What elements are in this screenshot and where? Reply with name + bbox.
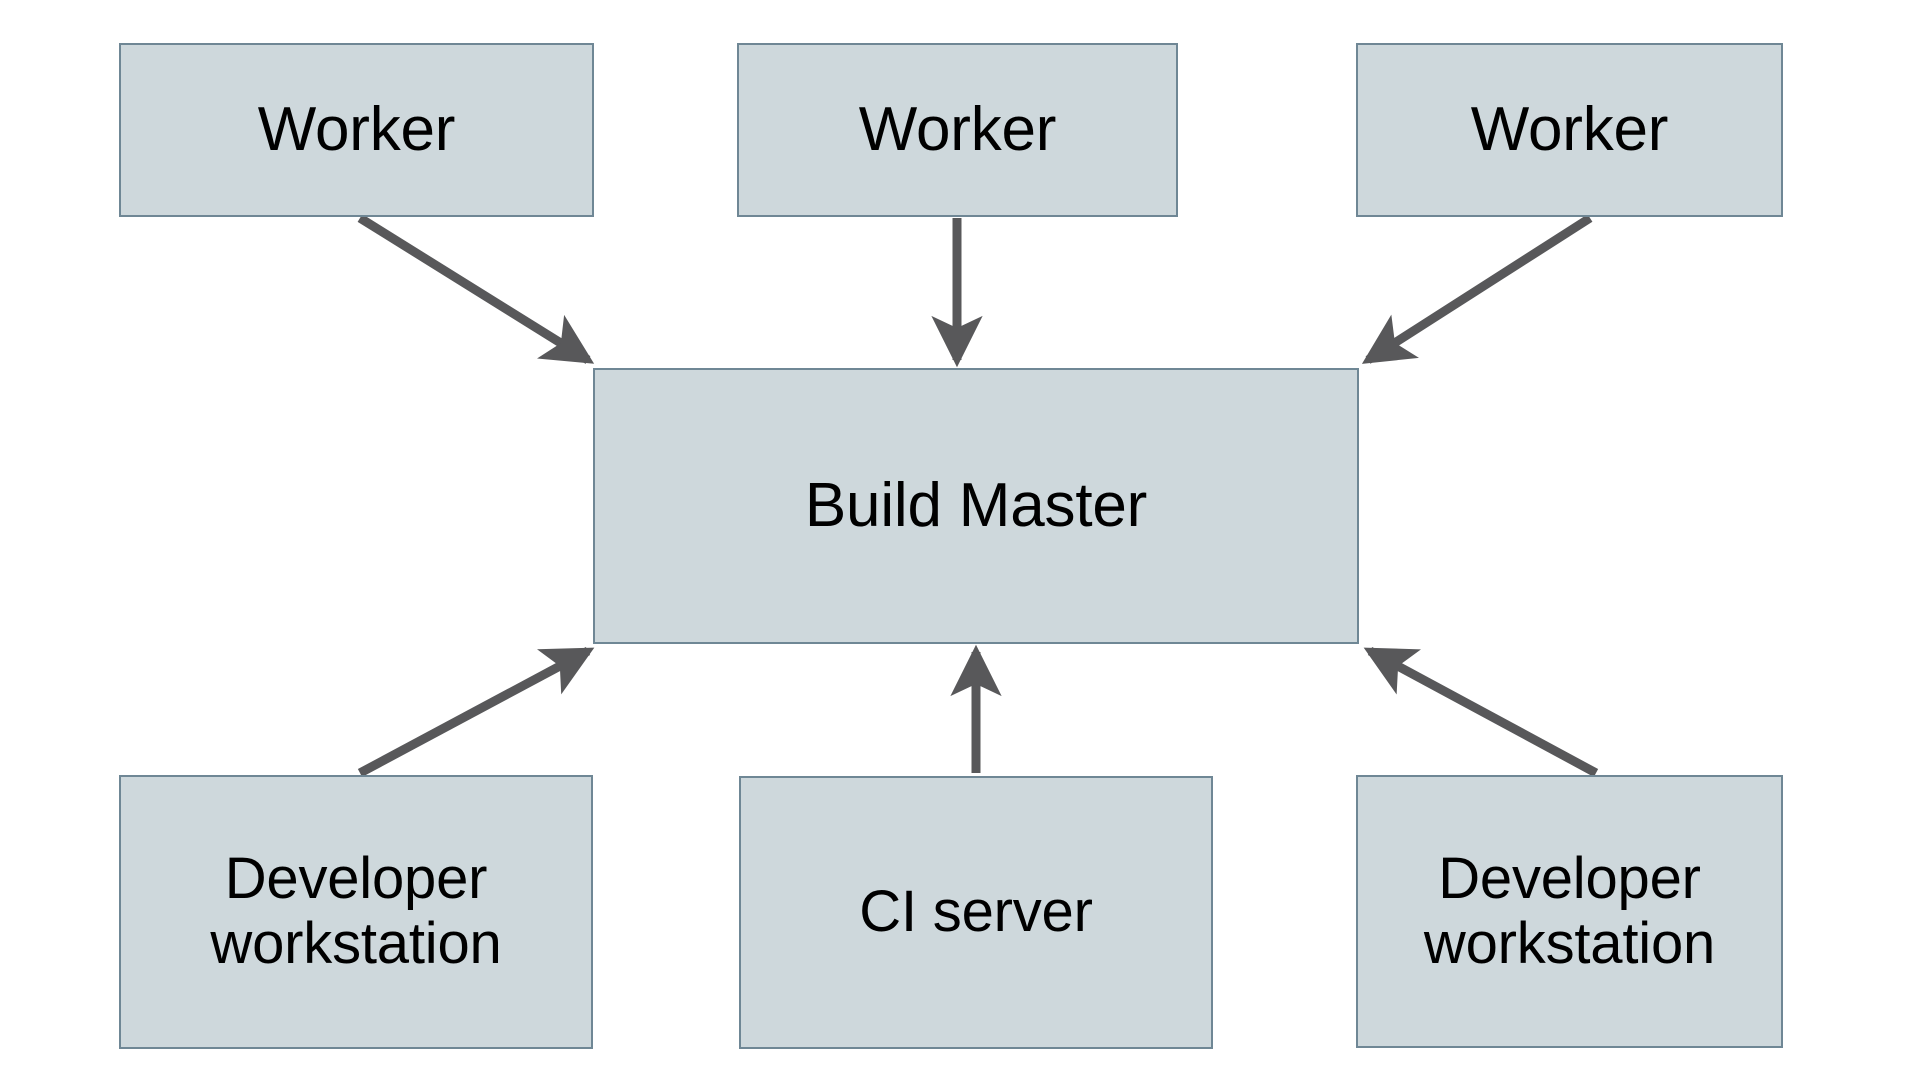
edge-worker-3-to-master [1361,214,1593,364]
edge-worker-1-to-master [357,214,595,364]
node-dev-workstation-right[interactable]: Developer workstation [1356,775,1783,1048]
node-worker-3[interactable]: Worker [1356,43,1783,217]
edge-dev-workstation-right-to-master [1363,647,1599,777]
node-worker-3-label: Worker [1470,95,1669,165]
edge-dev-workstation-left-to-master [357,647,595,777]
node-worker-1-label: Worker [257,95,456,165]
node-build-master-label: Build Master [804,471,1148,541]
node-dev-workstation-right-label: Developer workstation [1423,845,1716,976]
node-dev-workstation-left-label: Developer workstation [210,846,502,976]
node-ci-server-label: CI server [859,879,1093,945]
node-ci-server[interactable]: CI server [739,776,1213,1049]
node-worker-2-label: Worker [858,95,1057,165]
node-build-master[interactable]: Build Master [593,368,1359,644]
node-worker-1[interactable]: Worker [119,43,594,217]
node-dev-workstation-left[interactable]: Developer workstation [119,775,593,1049]
node-worker-2[interactable]: Worker [737,43,1178,217]
